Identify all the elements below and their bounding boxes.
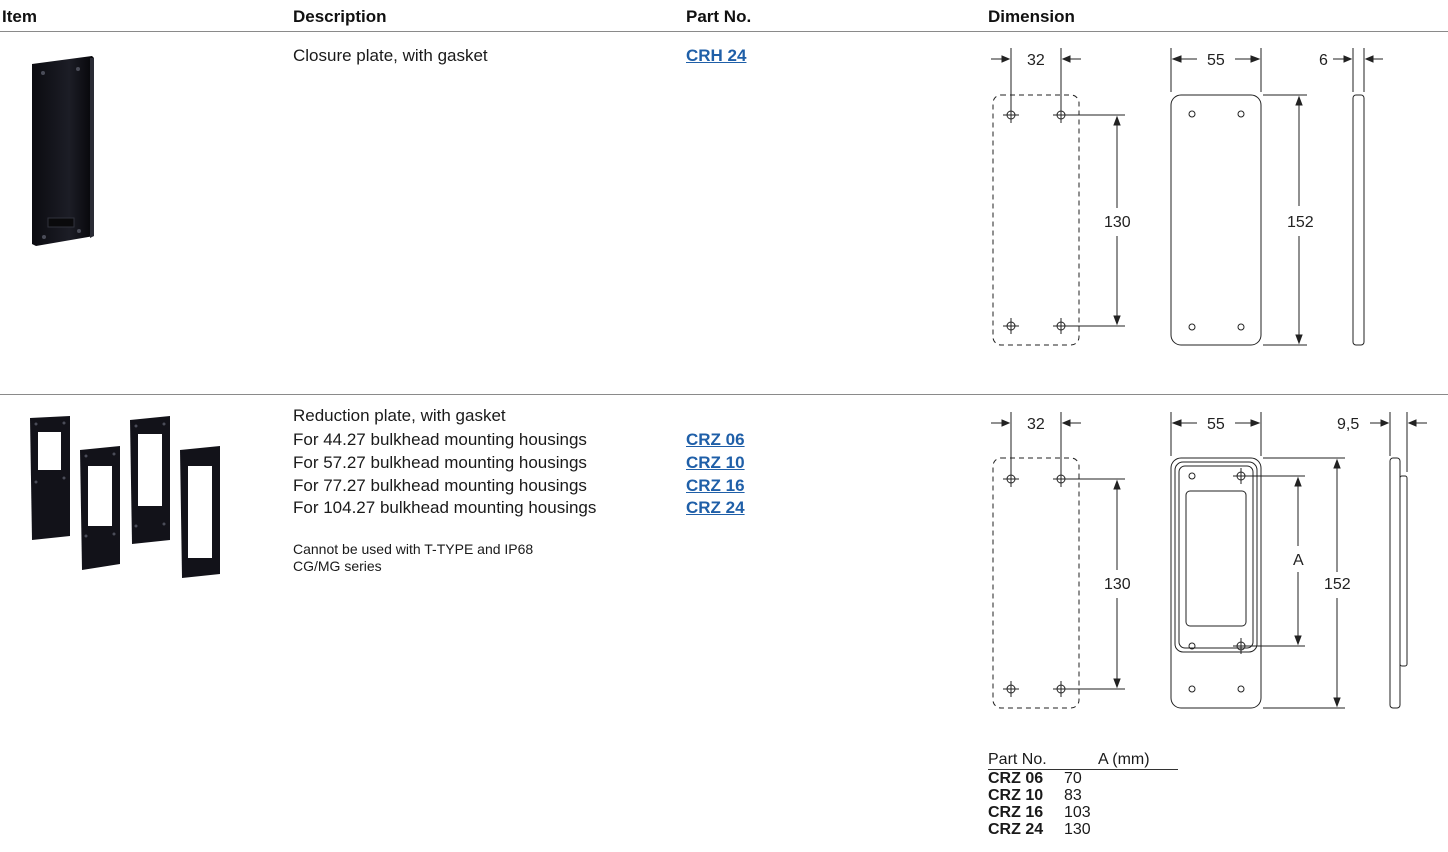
row2-line-2: For 57.27 bulkhead mounting housings: [293, 453, 587, 472]
part-link-crz24[interactable]: CRZ 24: [686, 498, 745, 517]
table-row: CRZ 06 70: [988, 770, 1178, 787]
header-item: Item: [2, 7, 37, 26]
table-cell-part: CRZ 06: [988, 770, 1044, 787]
part-link-crz16[interactable]: CRZ 16: [686, 476, 745, 495]
table-cell-a: 83: [1064, 787, 1082, 804]
row2-note-line2: CG/MG series: [293, 558, 382, 574]
table-header-a: A (mm): [1098, 751, 1150, 768]
row2-description: Reduction plate, with gasket: [293, 406, 506, 425]
row2-line-3: For 77.27 bulkhead mounting housings: [293, 476, 587, 495]
table-cell-a: 130: [1064, 821, 1091, 838]
dim-152: 152: [1324, 576, 1351, 593]
table-cell-a: 70: [1064, 770, 1082, 787]
header-rule: [0, 31, 1448, 32]
header-description: Description: [293, 7, 387, 26]
table-header: Part No. A (mm): [988, 751, 1178, 770]
header-dimension: Dimension: [988, 7, 1075, 26]
table-cell-part: CRZ 24: [988, 821, 1044, 838]
dim-a: A: [1293, 552, 1304, 569]
row-divider: [0, 394, 1448, 395]
dim-55: 55: [1207, 416, 1225, 433]
row2-line-1: For 44.27 bulkhead mounting housings: [293, 430, 587, 449]
dim-130: 130: [1104, 576, 1131, 593]
part-link-crz06[interactable]: CRZ 06: [686, 430, 745, 449]
dim-130: 130: [1104, 214, 1131, 231]
table-row: CRZ 10 83: [988, 787, 1178, 804]
dim-32: 32: [1027, 52, 1045, 69]
dim-32: 32: [1027, 416, 1045, 433]
dim-55: 55: [1207, 52, 1225, 69]
dim-152: 152: [1287, 214, 1314, 231]
row2-dimension-drawing: 32 55 9,5 130 A 152: [985, 406, 1445, 731]
part-link-crh24[interactable]: CRH 24: [686, 46, 747, 65]
dimension-a-table: Part No. A (mm) CRZ 06 70 CRZ 10 83 CRZ 16 1…: [988, 751, 1178, 838]
row1-description: Closure plate, with gasket: [293, 46, 488, 65]
row2-note-line1: Cannot be used with T-TYPE and IP68: [293, 541, 534, 557]
row1-dimension-drawing: 32 55 6 130 152: [985, 40, 1405, 365]
table-header-part: Part No.: [988, 751, 1047, 768]
table-cell-part: CRZ 16: [988, 804, 1044, 821]
closure-plate-image: [24, 50, 104, 255]
dim-thickness: 9,5: [1337, 416, 1359, 433]
table-cell-part: CRZ 10: [988, 787, 1044, 804]
part-link-crz10[interactable]: CRZ 10: [686, 453, 745, 472]
row2-line-4: For 104.27 bulkhead mounting housings: [293, 498, 597, 517]
table-cell-a: 103: [1064, 804, 1091, 821]
table-row: CRZ 24 130: [988, 821, 1178, 838]
table-row: CRZ 16 103: [988, 804, 1178, 821]
header-part-no: Part No.: [686, 7, 752, 26]
reduction-plates-image: [28, 414, 228, 589]
dim-thickness: 6: [1319, 52, 1328, 69]
